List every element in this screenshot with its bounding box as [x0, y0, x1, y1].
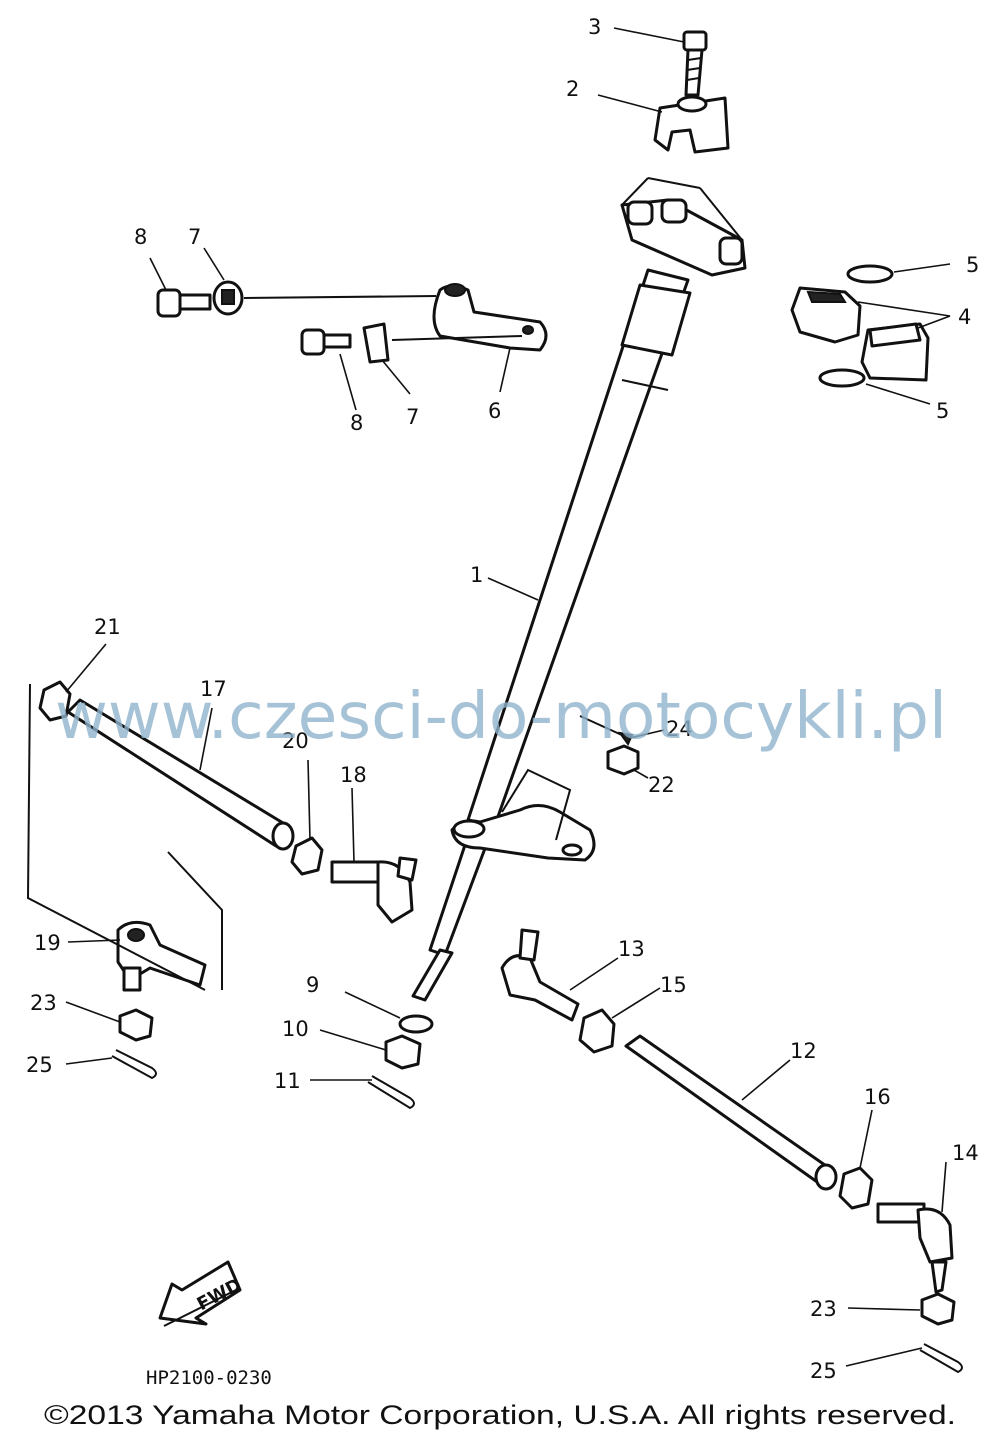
callout-15: 15 — [660, 973, 687, 997]
callout-13: 13 — [618, 937, 645, 961]
tie-rod-end-13-part — [500, 928, 580, 1022]
arm-nut-part — [606, 744, 640, 776]
holder-bolt-part — [682, 30, 708, 97]
bolt-lower-part — [300, 328, 352, 356]
tie-rod-end-14-part — [876, 1202, 954, 1294]
cotter-pin-25-left-part — [111, 1049, 157, 1080]
copyright-notice: ©2013 Yamaha Motor Corporation, U.S.A. A… — [44, 1400, 956, 1430]
callout-10: 10 — [282, 1017, 309, 1041]
callout-1: 1 — [470, 563, 483, 587]
callout-5-upper: 5 — [966, 253, 979, 277]
steering-shaft-part — [411, 268, 692, 1002]
callout-5-lower: 5 — [936, 399, 949, 423]
tie-rod-right-part — [624, 1034, 838, 1191]
callout-8-upper: 8 — [134, 225, 147, 249]
callout-6: 6 — [488, 399, 501, 423]
callout-3: 3 — [588, 15, 601, 39]
callout-23-left: 23 — [30, 991, 57, 1015]
callout-19: 19 — [34, 931, 61, 955]
tie-rod-left-part — [66, 698, 295, 851]
watermark-text: www.czesci-do-motocykli.pl — [55, 680, 947, 754]
callout-7-upper: 7 — [188, 225, 201, 249]
lock-washer-lower-part — [362, 322, 390, 364]
lock-washer-upper-part — [212, 280, 244, 316]
nut-21-part — [38, 680, 72, 722]
callout-16: 16 — [864, 1085, 891, 1109]
bushing-part — [790, 286, 930, 382]
castle-nut-10-part — [384, 1034, 422, 1070]
callout-7-lower: 7 — [406, 405, 419, 429]
callout-14: 14 — [952, 1141, 979, 1165]
pitman-arm-part — [432, 283, 548, 352]
cotter-pin-11-part — [367, 1075, 415, 1110]
callout-22: 22 — [648, 773, 675, 797]
arm-bolt-part — [579, 715, 634, 746]
upper-holder-part — [653, 95, 730, 154]
cotter-pin-25-right-part — [919, 1343, 963, 1374]
callout-25-right: 25 — [810, 1359, 837, 1383]
drawing-code: HP2100-0230 — [146, 1367, 272, 1389]
callout-18: 18 — [340, 763, 367, 787]
callout-23-right: 23 — [810, 1297, 837, 1321]
callout-25-left: 25 — [26, 1053, 53, 1077]
callout-2: 2 — [566, 77, 579, 101]
callout-12: 12 — [790, 1039, 817, 1063]
callout-8-lower: 8 — [350, 411, 363, 435]
tie-rod-end-18-part — [330, 856, 418, 924]
callout-4: 4 — [958, 305, 971, 329]
handlebar-holder-part — [620, 177, 747, 277]
steering-arm-part — [450, 768, 596, 862]
callout-9: 9 — [306, 973, 319, 997]
callout-11: 11 — [274, 1069, 301, 1093]
nut-15-part — [578, 1008, 616, 1054]
callout-20: 20 — [282, 729, 309, 753]
nut-20-part — [290, 836, 324, 876]
washer-part — [818, 264, 894, 388]
callout-21: 21 — [94, 615, 121, 639]
fwd-arrow-icon: FWD — [158, 1260, 245, 1327]
washer-9-part — [398, 1014, 434, 1034]
bolt-upper-part — [156, 288, 212, 318]
callout-17: 17 — [200, 677, 227, 701]
tie-rod-end-19-part — [116, 920, 207, 992]
nut-16-part — [838, 1166, 874, 1210]
castle-nut-23-left-part — [118, 1008, 154, 1042]
leader-lines — [65, 27, 951, 1367]
castle-nut-23-right-part — [920, 1292, 956, 1326]
callout-24: 24 — [666, 717, 693, 741]
